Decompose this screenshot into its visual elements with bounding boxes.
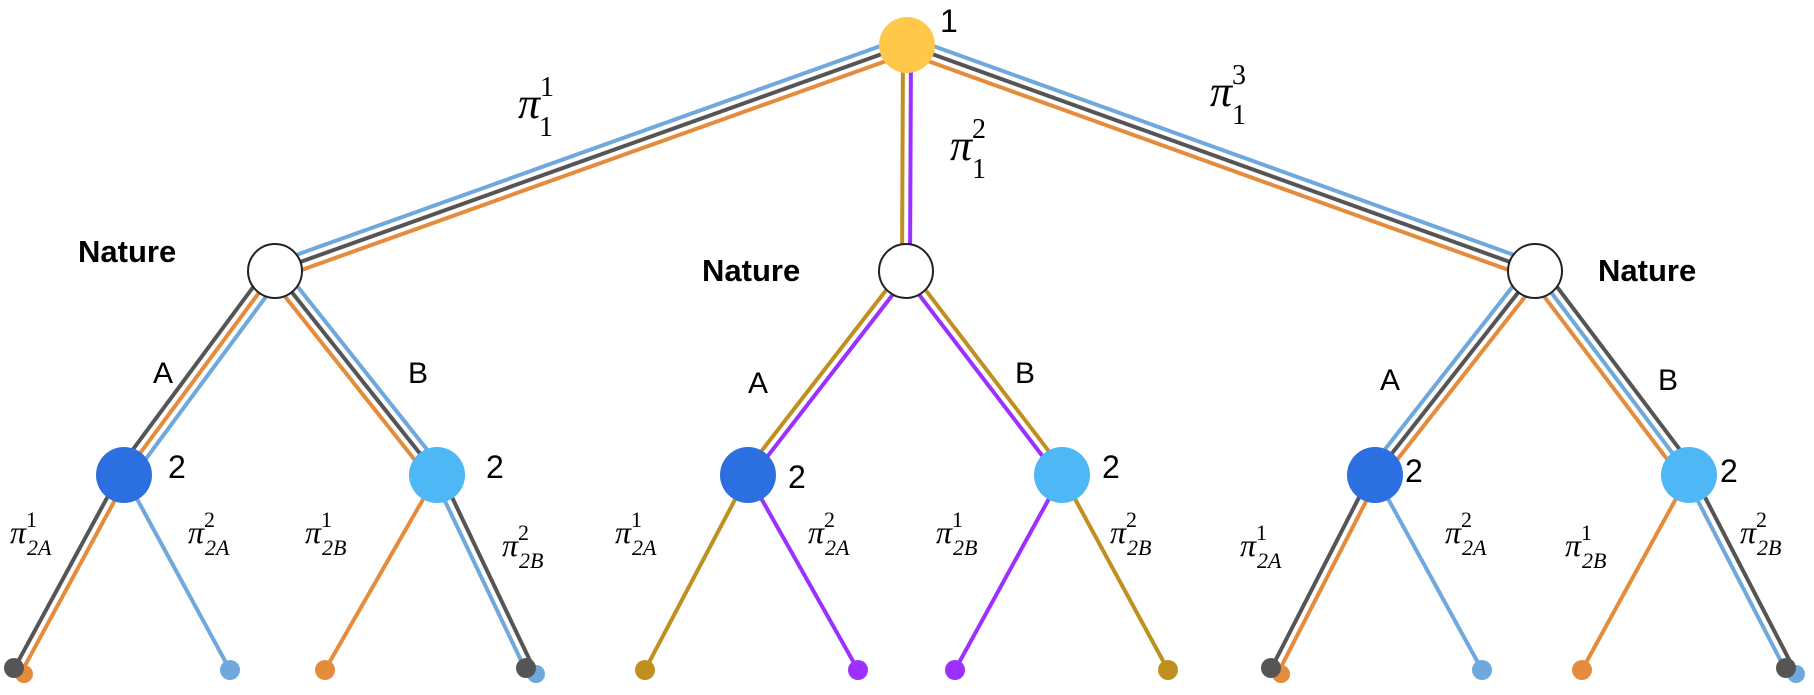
branch-label-a-middle: A [748,367,768,400]
branch-label-a-right: A [1380,364,1400,397]
leaf-middle-b-1-node [945,660,965,680]
tree-edges [12,35,1796,674]
nature-node-middle [878,243,934,299]
edge-root-nature-middle-gold-line [900,42,906,273]
edge-leaf-left-b-2-light-blue-line [431,474,529,674]
player2-label-left-b: 2 [486,449,504,485]
nature-label-middle: Nature [702,253,800,288]
edge-nature-middle-a-gold-line [742,266,905,475]
edge-nature-left-b-light-blue-line [279,264,446,473]
leaf-right-b-2-node [1776,658,1796,678]
edge-leaf-left-b-1-orange-line [323,473,439,672]
nature-node-right [1507,243,1563,299]
player2-label-middle-a: 2 [788,459,806,495]
edge-nature-middle-b-purple-line [900,271,1061,480]
player2-node-right-a [1347,447,1403,503]
edge-leaf-right-b-2-dark-gray-line [1690,471,1796,671]
edge-leaf-left-b-2-dark-gray-line [438,471,536,671]
branch-label-b-left: B [408,357,428,390]
edge-root-nature-left-light-blue-line [270,35,907,266]
edge-root-nature-right-orange-line [902,50,1535,281]
edge-leaf-right-a-1-orange-line [1276,474,1381,674]
leaf-right-a-1-node [1261,658,1281,678]
leaf-right-b-1-node [1572,660,1592,680]
edge-leaf-left-a-1-dark-gray-line [12,471,123,671]
edge-leaf-middle-b-1-purple-line [953,473,1064,672]
leaf-left-b-2-node [516,658,536,678]
branch-label-b-middle: B [1015,357,1035,390]
nature-label-right: Nature [1598,253,1696,288]
edge-nature-middle-a-purple-line [749,271,912,480]
edge-leaf-right-b-2-light-blue-line [1683,474,1789,674]
edge-leaf-middle-a-2-purple-line [746,473,860,672]
edge-leaf-middle-b-2-gold-line [1060,473,1170,672]
player2-label-left-a: 2 [168,449,186,485]
player2-node-left-b [409,447,465,503]
edge-nature-left-a-orange-line [122,269,277,477]
edge-leaf-left-a-2-light-blue-line [122,473,232,672]
player2-label-right-b: 2 [1720,453,1738,489]
root-player-label: 1 [940,3,958,39]
leaf-middle-a-2-node [848,660,868,680]
edge-nature-middle-b-gold-line [907,266,1068,475]
player2-node-right-b [1661,447,1717,503]
leaf-left-b-1-node [315,660,335,680]
edge-root-nature-left-orange-line [275,50,912,281]
edge-nature-left-a-light-blue-line [128,273,284,482]
leaf-middle-b-2-node [1158,660,1178,680]
player2-node-middle-b [1034,447,1090,503]
edge-root-nature-middle-purple-line [907,43,913,274]
edge-nature-left-b-dark-gray-line [273,269,439,477]
tree-nodes [4,17,1805,683]
nature-node-left [247,243,303,299]
player2-label-middle-b: 2 [1102,449,1120,485]
edge-nature-right-b-dark-gray-line [1539,264,1698,473]
edge-nature-right-b-light-blue-line [1533,269,1691,477]
edge-leaf-right-b-1-orange-line [1580,473,1691,672]
player2-label-right-a: 2 [1405,453,1423,489]
branch-label-b-right: B [1658,364,1678,397]
edge-leaf-right-a-2-light-blue-line [1373,473,1484,672]
edge-nature-right-a-light-blue-line [1366,264,1531,473]
edge-leaf-left-a-1-orange-line [19,474,130,674]
edge-nature-right-b-orange-line [1526,273,1685,482]
edge-nature-left-b-orange-line [266,273,433,482]
edge-nature-right-a-dark-gray-line [1373,269,1537,477]
leaf-right-a-2-node [1472,660,1492,680]
leaf-left-a-2-node [220,660,240,680]
edge-root-nature-right-dark-gray-line [905,43,1537,273]
edge-leaf-middle-a-1-gold-line [643,473,750,672]
branch-label-a-left: A [153,357,173,390]
root-node-player1 [879,17,935,73]
leaf-middle-a-1-node [635,660,655,680]
edge-nature-right-a-orange-line [1379,273,1544,482]
edge-root-nature-right-light-blue-line [907,35,1540,266]
player2-node-left-a [96,447,152,503]
leaf-left-a-1-node [4,658,24,678]
edge-nature-left-a-dark-gray-line [115,264,271,473]
edge-leaf-right-a-1-dark-gray-line [1269,471,1374,671]
player2-node-middle-a [720,447,776,503]
edge-root-nature-left-dark-gray-line [273,43,909,273]
nature-label-left: Nature [78,234,176,269]
